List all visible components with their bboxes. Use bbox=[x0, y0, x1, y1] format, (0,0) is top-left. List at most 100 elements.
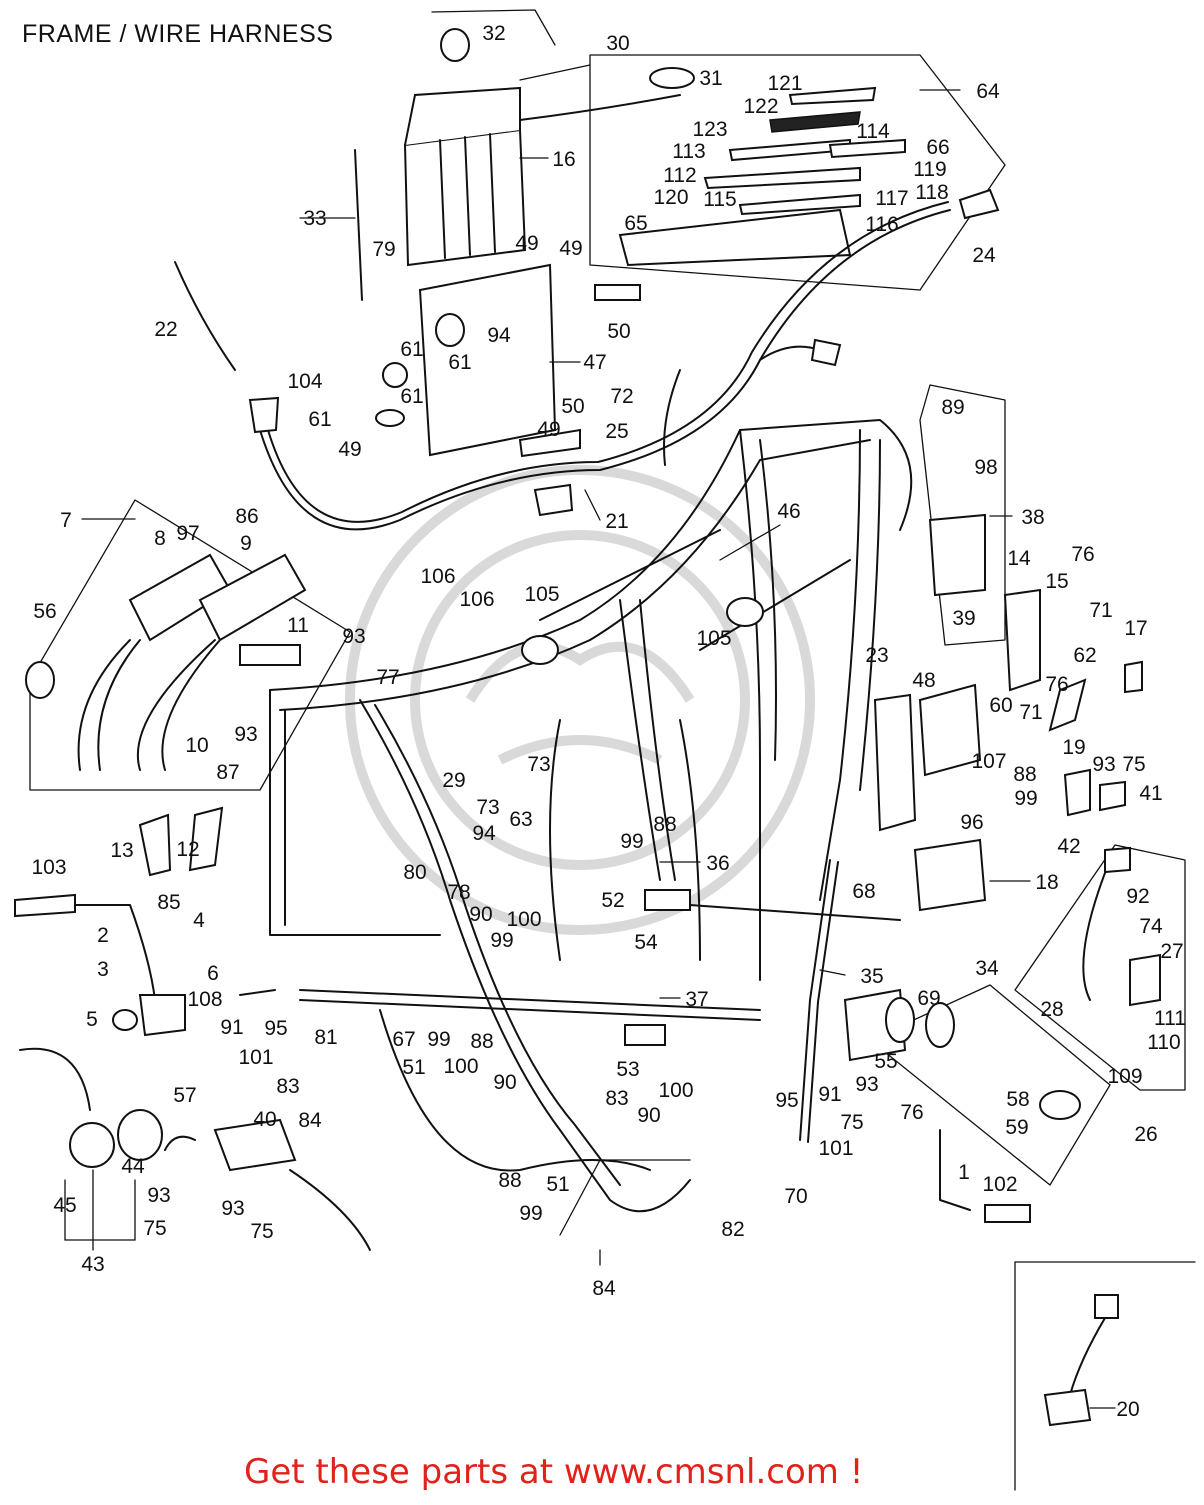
callout-61: 61 bbox=[400, 338, 423, 361]
callout-53: 53 bbox=[616, 1058, 639, 1081]
callout-8: 8 bbox=[154, 527, 166, 550]
callout-49: 49 bbox=[338, 438, 361, 461]
callout-52: 52 bbox=[601, 889, 624, 912]
callout-15: 15 bbox=[1045, 570, 1068, 593]
callout-54: 54 bbox=[634, 931, 658, 954]
callout-103: 103 bbox=[31, 856, 66, 879]
callout-50: 50 bbox=[561, 395, 584, 418]
callout-100: 100 bbox=[658, 1079, 693, 1102]
callout-99: 99 bbox=[490, 929, 513, 952]
callout-121: 121 bbox=[767, 72, 802, 95]
callout-93: 93 bbox=[855, 1073, 878, 1096]
callout-120: 120 bbox=[653, 186, 688, 209]
callout-37: 37 bbox=[685, 988, 708, 1011]
callout-45: 45 bbox=[53, 1194, 76, 1217]
callout-75: 75 bbox=[143, 1217, 166, 1240]
callout-19: 19 bbox=[1062, 736, 1085, 759]
callout-79: 79 bbox=[372, 238, 395, 261]
battery bbox=[354, 28, 695, 301]
callout-106: 106 bbox=[420, 565, 455, 588]
callout-99: 99 bbox=[427, 1028, 450, 1051]
callout-88: 88 bbox=[653, 813, 676, 836]
callout-61: 61 bbox=[308, 408, 331, 431]
callout-116: 116 bbox=[865, 213, 898, 236]
callout-13: 13 bbox=[110, 839, 133, 862]
callout-14: 14 bbox=[1007, 547, 1031, 570]
callout-38: 38 bbox=[1021, 506, 1044, 529]
callout-11: 11 bbox=[287, 614, 309, 637]
callout-83: 83 bbox=[276, 1075, 299, 1098]
callout-119: 119 bbox=[913, 158, 946, 181]
callout-64: 64 bbox=[976, 80, 1000, 103]
callout-111: 111 bbox=[1154, 1007, 1186, 1030]
callout-23: 23 bbox=[865, 644, 888, 667]
callout-100: 100 bbox=[506, 908, 541, 931]
callout-65: 65 bbox=[624, 212, 647, 235]
callout-29: 29 bbox=[442, 769, 465, 792]
callout-77: 77 bbox=[376, 666, 399, 689]
callout-56: 56 bbox=[33, 600, 56, 623]
callout-93: 93 bbox=[221, 1197, 244, 1220]
callout-91: 91 bbox=[818, 1083, 841, 1106]
callout-110: 110 bbox=[1147, 1031, 1180, 1054]
callout-101: 101 bbox=[238, 1046, 273, 1069]
callout-84: 84 bbox=[592, 1277, 616, 1300]
callout-35: 35 bbox=[860, 965, 883, 988]
callout-118: 118 bbox=[915, 181, 948, 204]
callout-99: 99 bbox=[620, 830, 643, 853]
callout-94: 94 bbox=[487, 324, 511, 347]
callout-90: 90 bbox=[493, 1071, 516, 1094]
callout-17: 17 bbox=[1124, 617, 1147, 640]
callout-80: 80 bbox=[403, 861, 426, 884]
callout-4: 4 bbox=[193, 909, 205, 932]
callout-90: 90 bbox=[469, 903, 492, 926]
callout-49: 49 bbox=[537, 418, 560, 441]
callout-40: 40 bbox=[253, 1108, 276, 1131]
electrical-bracket bbox=[375, 263, 641, 458]
callout-27: 27 bbox=[1160, 940, 1183, 963]
callout-25: 25 bbox=[605, 420, 628, 443]
callout-97: 97 bbox=[176, 522, 199, 545]
callout-94: 94 bbox=[472, 822, 496, 845]
callout-43: 43 bbox=[81, 1253, 104, 1276]
diagram-title: FRAME / WIRE HARNESS bbox=[22, 20, 334, 48]
callout-93: 93 bbox=[147, 1184, 170, 1207]
tool-kit bbox=[618, 86, 906, 267]
callout-75: 75 bbox=[1122, 753, 1145, 776]
callout-34: 34 bbox=[975, 957, 999, 980]
footer-link-banner[interactable]: Get these parts at www.cmsnl.com ! bbox=[244, 1452, 863, 1492]
callout-20: 20 bbox=[1116, 1398, 1139, 1421]
callout-76: 76 bbox=[1045, 673, 1068, 696]
callout-115: 115 bbox=[703, 188, 736, 211]
right-side-components bbox=[799, 513, 1161, 1223]
callout-48: 48 bbox=[912, 669, 935, 692]
callout-31: 31 bbox=[699, 67, 722, 90]
callout-3: 3 bbox=[97, 958, 109, 981]
callout-95: 95 bbox=[775, 1089, 798, 1112]
callout-90: 90 bbox=[637, 1104, 660, 1127]
callout-5: 5 bbox=[86, 1008, 98, 1031]
callout-93: 93 bbox=[234, 723, 257, 746]
callout-78: 78 bbox=[447, 881, 470, 904]
callout-18: 18 bbox=[1035, 871, 1058, 894]
callout-99: 99 bbox=[519, 1202, 542, 1225]
callout-61: 61 bbox=[400, 385, 423, 408]
callout-75: 75 bbox=[840, 1111, 863, 1134]
footer-text[interactable]: Get these parts at www.cmsnl.com ! bbox=[244, 1452, 864, 1492]
callout-21: 21 bbox=[605, 510, 628, 533]
callout-39: 39 bbox=[952, 607, 975, 630]
callout-73: 73 bbox=[476, 796, 499, 819]
callout-88: 88 bbox=[498, 1169, 521, 1192]
callout-12: 12 bbox=[176, 838, 199, 861]
callout-47: 47 bbox=[583, 351, 606, 374]
callout-57: 57 bbox=[173, 1084, 196, 1107]
callout-98: 98 bbox=[974, 456, 997, 479]
callout-102: 102 bbox=[982, 1173, 1017, 1196]
callout-83: 83 bbox=[605, 1087, 628, 1110]
callout-75: 75 bbox=[250, 1220, 273, 1243]
callout-49: 49 bbox=[515, 232, 538, 255]
callout-6: 6 bbox=[207, 962, 219, 985]
callout-67: 67 bbox=[392, 1028, 415, 1051]
